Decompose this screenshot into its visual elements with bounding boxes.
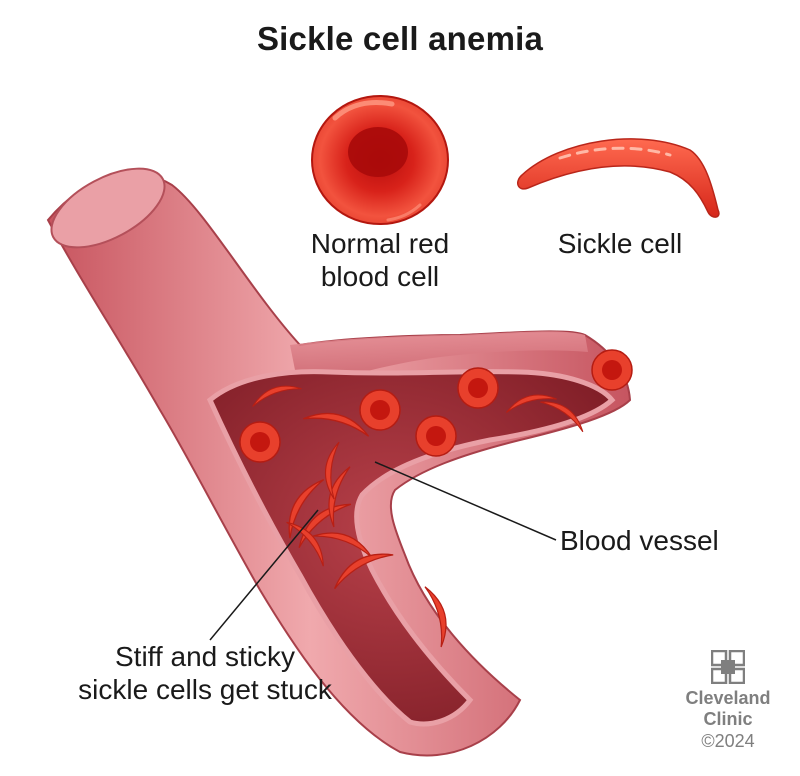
normal-red-blood-cell-illustration	[311, 95, 449, 225]
diagram-title: Sickle cell anemia	[256, 20, 544, 57]
rbc-inside-5	[591, 349, 633, 391]
rbc-inside-1	[239, 421, 281, 463]
stuck-sickle-cells-label: Stiff and sticky sickle cells get stuck	[40, 640, 370, 706]
brand-name-line-1: Cleveland	[685, 688, 771, 708]
brand-name-line-2: Clinic	[703, 708, 753, 729]
cleveland-clinic-logo-icon	[711, 650, 745, 684]
blood-vessel-leader-line	[374, 461, 557, 541]
rbc-inside-3	[415, 415, 457, 457]
normal-red-blood-cell-label: Normal red blood cell	[285, 227, 475, 293]
cleveland-clinic-branding: Cleveland Clinic ©2024	[668, 650, 788, 752]
stuck-cells-leader-line	[209, 509, 319, 641]
vessel-interior	[206, 369, 616, 727]
sickle-cell-label: Sickle cell	[557, 228, 683, 259]
stuck-label-line-2: sickle cells get stuck	[78, 674, 332, 706]
copyright-text: ©2024	[701, 731, 755, 752]
blood-vessel-label: Blood vessel	[560, 525, 719, 556]
brand-name: Cleveland Clinic	[668, 688, 788, 729]
normal-cell-label-line-2: blood cell	[320, 261, 440, 293]
stuck-label-line-1: Stiff and sticky	[114, 641, 295, 672]
rbc-inside-4	[457, 367, 499, 409]
sickle-cell-illustration	[517, 138, 720, 218]
normal-cell-label-line-1: Normal red	[310, 228, 450, 259]
rbc-inside-2	[359, 389, 401, 431]
